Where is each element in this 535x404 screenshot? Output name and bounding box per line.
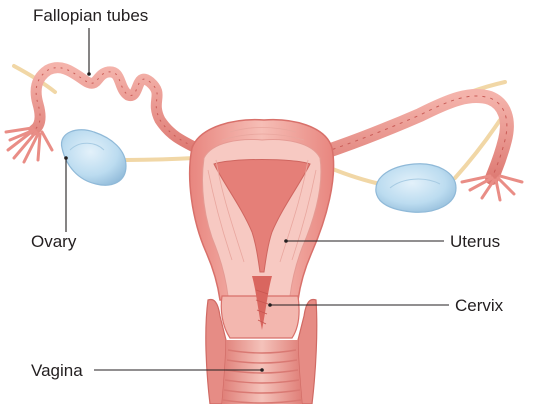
label-cervix: Cervix [455,296,503,316]
left-ovary [61,130,126,185]
label-uterus: Uterus [450,232,500,252]
right-ovary [376,164,456,213]
label-fallopian-tubes: Fallopian tubes [33,6,148,26]
label-vagina: Vagina [31,361,83,381]
uterus-body [190,120,334,300]
label-ovary: Ovary [31,232,76,252]
